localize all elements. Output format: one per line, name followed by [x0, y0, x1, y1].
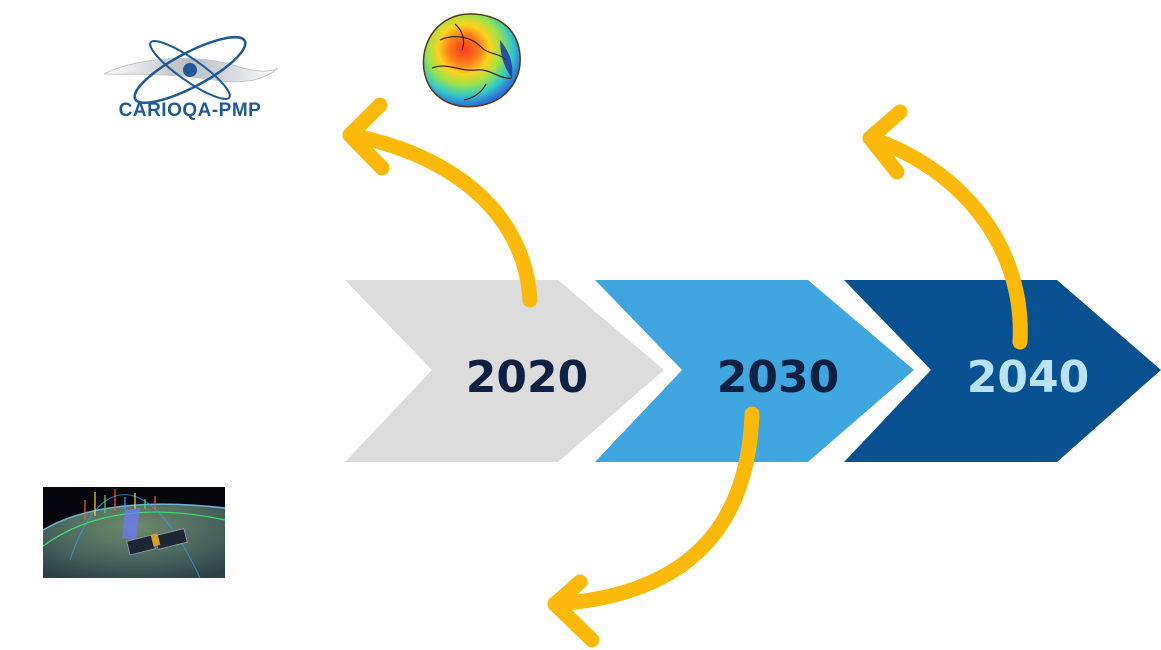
stage-2030-chevron — [595, 280, 914, 462]
stage-2030: 2030 — [595, 280, 914, 462]
timeline-stages: 2020 2030 2040 — [345, 280, 1161, 462]
logo-text: CARIOQA-PMP — [119, 100, 262, 121]
geoid-globe-image — [422, 13, 521, 108]
stage-2020-chevron — [345, 280, 664, 462]
arrow-2040-to-future — [862, 104, 1028, 350]
arrow-2020-to-geoid — [342, 97, 538, 308]
satellite-icon — [126, 528, 188, 556]
stage-2040-chevron — [844, 280, 1161, 462]
atom-orbit-icon — [103, 36, 279, 104]
stage-2030-label: 2030 — [717, 352, 839, 403]
carioqa-logo: CARIOQA-PMP — [103, 36, 279, 121]
stage-2040: 2040 — [844, 280, 1161, 462]
connector-arrows — [342, 97, 1028, 648]
stage-2020-label: 2020 — [466, 352, 588, 403]
stage-2040-label: 2040 — [967, 352, 1089, 403]
arrow-2030-to-satellite — [547, 406, 760, 648]
stage-2020: 2020 — [345, 280, 664, 462]
satellite-orbit-image — [42, 487, 226, 579]
